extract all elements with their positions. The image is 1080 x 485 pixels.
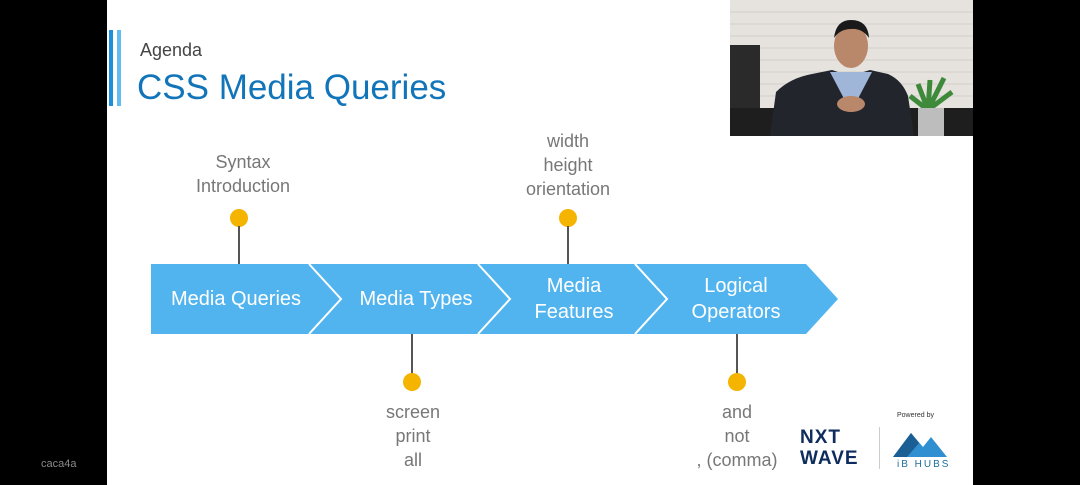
slide-title: CSS Media Queries xyxy=(137,68,447,107)
accent-bar xyxy=(109,30,113,106)
annotation-line: and xyxy=(721,402,753,422)
timeline-arrow xyxy=(151,264,838,334)
nxtwave-logo: NXT WAVE xyxy=(800,427,859,469)
logo-line: NXT xyxy=(800,427,841,448)
annotation-top-2: width height orientation xyxy=(488,129,648,201)
marker-dot xyxy=(230,209,248,227)
segment-media-features: Media Features xyxy=(509,264,639,334)
accent-bar-light xyxy=(117,30,121,106)
marker-stem xyxy=(567,226,569,264)
marker-dot xyxy=(403,373,421,391)
annotation-line: width xyxy=(546,131,590,151)
marker-stem xyxy=(411,334,413,374)
annotation-line: orientation xyxy=(525,179,611,199)
ib-hubs-label: iB HUBS xyxy=(897,459,951,470)
segment-logical-operators: Logical Operators xyxy=(666,264,806,334)
annotation-bottom-2: and not , (comma) xyxy=(657,400,817,472)
logo-divider xyxy=(879,427,880,469)
annotation-line: height xyxy=(543,155,593,175)
presenter-video xyxy=(730,0,973,136)
segment-label: Logical Operators xyxy=(691,275,781,323)
powered-by-label: Powered by xyxy=(897,412,934,419)
marker-stem xyxy=(736,334,738,374)
annotation-top-1: Syntax Introduction xyxy=(163,150,323,198)
presenter-image xyxy=(730,0,973,136)
annotation-line: Syntax xyxy=(215,152,271,172)
marker-stem xyxy=(238,226,240,264)
segment-media-types: Media Types xyxy=(331,264,501,334)
agenda-label: Agenda xyxy=(140,40,203,60)
annotation-line: all xyxy=(403,450,422,470)
segment-label: Media Queries xyxy=(170,288,302,310)
segment-label: Media Types xyxy=(359,288,473,310)
annotation-line: screen xyxy=(385,402,441,422)
marker-dot xyxy=(728,373,746,391)
logo-line: WAVE xyxy=(800,448,859,469)
annotation-bottom-1: screen print all xyxy=(333,400,493,472)
ib-hubs-mountain-icon xyxy=(893,433,947,457)
watermark: caca4a xyxy=(41,458,77,470)
annotation-line: not xyxy=(724,426,750,446)
marker-dot xyxy=(559,209,577,227)
segment-media-queries: Media Queries xyxy=(151,264,321,334)
annotation-line: , (comma) xyxy=(696,450,778,470)
annotation-line: Introduction xyxy=(195,176,291,196)
annotation-line: print xyxy=(395,426,431,446)
segment-label: Media Features xyxy=(534,275,614,323)
